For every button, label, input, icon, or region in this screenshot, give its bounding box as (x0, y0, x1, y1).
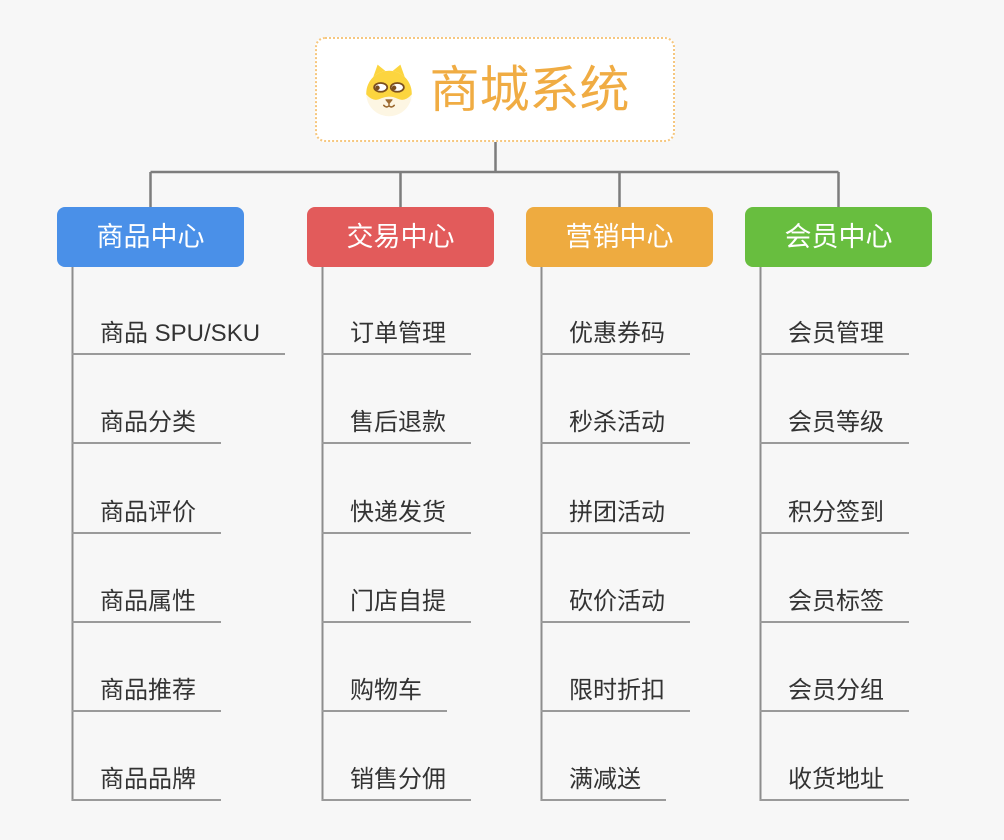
branch-node-marketing-center[interactable]: 营销中心 (526, 207, 713, 267)
root-node[interactable]: 商城系统 (315, 37, 675, 142)
branch-node-transaction-center[interactable]: 交易中心 (307, 207, 494, 267)
leaf-node[interactable]: 优惠券码 (541, 307, 690, 355)
leaf-node[interactable]: 商品 SPU/SKU (72, 307, 286, 355)
leaf-node[interactable]: 拼团活动 (541, 486, 690, 534)
leaf-label: 购物车 (350, 677, 422, 704)
leaf-node[interactable]: 购物车 (322, 664, 447, 712)
leaf-node[interactable]: 秒杀活动 (541, 396, 690, 444)
leaf-label: 售后退款 (350, 409, 446, 436)
leaf-node[interactable]: 会员分组 (760, 664, 909, 712)
shiba-dog-icon (365, 64, 412, 116)
branch-label: 会员中心 (784, 221, 893, 252)
leaf-node[interactable]: 会员管理 (760, 307, 909, 355)
leaf-node[interactable]: 会员等级 (760, 396, 909, 444)
leaf-node[interactable]: 砍价活动 (541, 575, 690, 623)
leaf-node[interactable]: 满减送 (541, 753, 666, 801)
branch-label: 商品中心 (96, 221, 205, 252)
leaf-node[interactable]: 商品评价 (72, 486, 221, 534)
leaf-label: 商品品牌 (100, 766, 196, 793)
leaf-label: 商品属性 (100, 588, 196, 615)
leaf-node[interactable]: 限时折扣 (541, 664, 690, 712)
leaf-label: 优惠券码 (569, 320, 665, 347)
leaf-label: 门店自提 (350, 588, 446, 615)
leaf-label: 砍价活动 (569, 588, 665, 615)
leaf-label: 会员等级 (788, 409, 884, 436)
leaf-label: 限时折扣 (569, 677, 665, 704)
root-node-title: 商城系统 (429, 61, 630, 118)
leaf-label: 商品评价 (100, 499, 196, 526)
leaf-node[interactable]: 商品推荐 (72, 664, 221, 712)
leaf-label: 会员分组 (788, 677, 884, 704)
leaf-label: 会员管理 (788, 320, 884, 347)
branch-label: 交易中心 (346, 221, 455, 252)
leaf-label: 订单管理 (350, 320, 446, 347)
leaf-node[interactable]: 商品分类 (72, 396, 221, 444)
leaf-label: 会员标签 (788, 588, 884, 615)
leaf-node[interactable]: 门店自提 (322, 575, 471, 623)
leaf-label: 快递发货 (350, 499, 446, 526)
leaf-node[interactable]: 商品品牌 (72, 753, 221, 801)
leaf-node[interactable]: 积分签到 (760, 486, 909, 534)
leaf-label: 积分签到 (788, 499, 884, 526)
branch-label: 营销中心 (565, 221, 674, 252)
leaf-node[interactable]: 商品属性 (72, 575, 221, 623)
leaf-label: 商品推荐 (100, 677, 196, 704)
leaf-label: 销售分佣 (350, 766, 446, 793)
leaf-node[interactable]: 销售分佣 (322, 753, 471, 801)
leaf-node[interactable]: 会员标签 (760, 575, 909, 623)
leaf-label: 收货地址 (788, 766, 884, 793)
leaf-label: 满减送 (569, 766, 641, 793)
leaf-label: 商品 SPU/SKU (100, 320, 261, 347)
leaf-label: 拼团活动 (569, 499, 665, 526)
leaf-node[interactable]: 快递发货 (322, 486, 471, 534)
leaf-node[interactable]: 订单管理 (322, 307, 471, 355)
branch-node-product-center[interactable]: 商品中心 (57, 207, 244, 267)
leaf-label: 商品分类 (100, 409, 196, 436)
leaf-label: 秒杀活动 (569, 409, 665, 436)
leaf-node[interactable]: 售后退款 (322, 396, 471, 444)
branch-node-member-center[interactable]: 会员中心 (745, 207, 932, 267)
leaf-node[interactable]: 收货地址 (760, 753, 909, 801)
